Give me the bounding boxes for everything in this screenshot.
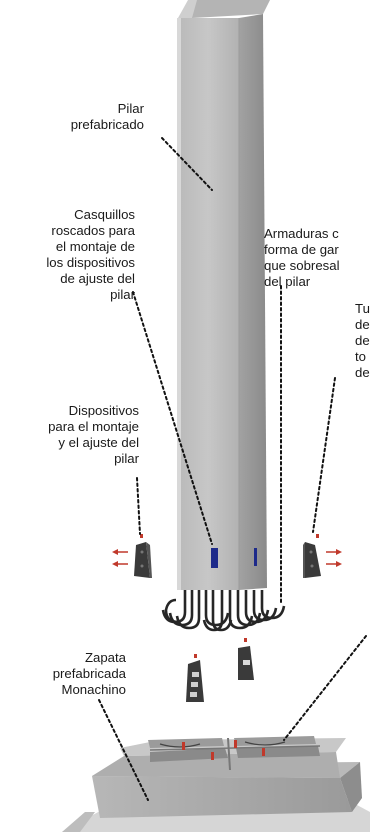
label-dispositivos: Dispositivos para el montaje y el ajuste… (48, 403, 139, 466)
leader-lines (98, 137, 367, 801)
bracket-left (112, 534, 152, 578)
leader-tubos (312, 377, 336, 533)
label-pilar: Pilar prefabricado (70, 101, 144, 132)
threaded-sleeve-side (254, 548, 257, 566)
precast-pillar (177, 0, 270, 590)
leader-casquillos (132, 291, 213, 545)
label-tubos: Tu de de to de (355, 301, 370, 380)
threaded-sleeve-front (211, 548, 218, 568)
leader-zapata (98, 699, 149, 801)
loose-device-right (238, 638, 254, 680)
leader-dispositivos (136, 477, 141, 535)
leader-pilar (161, 137, 213, 191)
leader-footing-tube (283, 635, 367, 741)
label-armaduras: Armaduras c forma de gar que sobresal de… (264, 226, 340, 289)
label-zapata: Zapata prefabricada Monachino (52, 650, 126, 697)
bracket-right (303, 534, 342, 578)
loose-device-left (186, 654, 204, 702)
footing-zapata (92, 736, 362, 818)
label-casquillos: Casquillos roscados para el montaje de l… (46, 207, 135, 302)
protruding-rebars (161, 590, 286, 632)
